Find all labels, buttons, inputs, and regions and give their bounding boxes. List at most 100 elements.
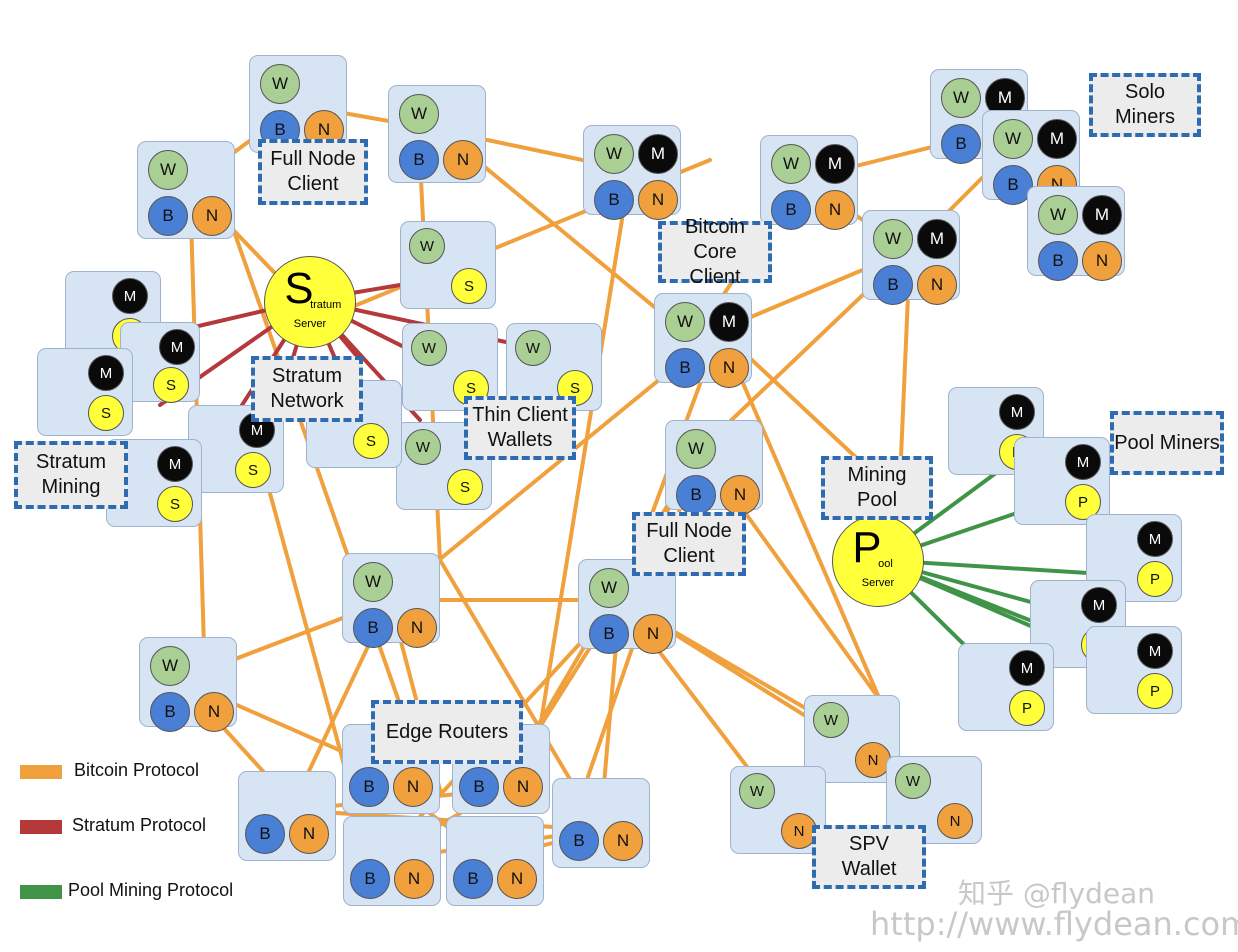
pool-icon: P — [1137, 561, 1173, 597]
network-icon: N — [781, 813, 817, 849]
bitcoin-core-client-label-line: Client — [689, 265, 741, 288]
pool-icon: P — [1009, 690, 1045, 726]
pool-miner-box: MP — [948, 387, 1044, 475]
full-node-client-label-line: Client — [287, 173, 339, 195]
wallet-icon: W — [594, 134, 634, 174]
network-icon: N — [503, 767, 543, 807]
watermark-url: http://www.flydean.com — [870, 905, 1238, 943]
miner-icon: M — [815, 144, 855, 184]
blockchain-icon: B — [771, 190, 811, 230]
blockchain-icon: B — [993, 165, 1033, 205]
wallet-icon: W — [739, 773, 775, 809]
wallet-icon: W — [993, 119, 1033, 159]
blockchain-icon: B — [350, 859, 390, 899]
blockchain-icon: B — [1038, 241, 1078, 281]
blockchain-icon: B — [589, 614, 629, 654]
network-icon: N — [192, 196, 232, 236]
wallet-icon: W — [260, 64, 300, 104]
thin-client-wallets-label-line: Thin Client — [472, 404, 568, 426]
miner-icon: M — [917, 219, 957, 259]
miner-icon: M — [88, 355, 124, 391]
stratum-icon: S — [235, 452, 271, 488]
bitcoin-core-client-label-line: Bitcoin Core — [684, 215, 746, 263]
network-icon: N — [289, 814, 329, 854]
blockchain-icon: B — [349, 767, 389, 807]
wallet-icon: W — [411, 330, 447, 366]
wallet-icon: W — [515, 330, 551, 366]
network-icon: N — [603, 821, 643, 861]
network-icon: N — [1082, 241, 1122, 281]
miner-icon: M — [1065, 444, 1101, 480]
network-icon: N — [815, 190, 855, 230]
spv-wallet-label-line: SPV — [848, 833, 890, 855]
blockchain-icon: B — [665, 348, 705, 388]
miner-icon: M — [1082, 195, 1122, 235]
network-icon: N — [497, 859, 537, 899]
bitcoin-protocol-line — [228, 218, 432, 792]
miner-icon: M — [157, 446, 193, 482]
stratum-network-label-line: Network — [270, 390, 344, 412]
mining-pool-label-line: Mining Pool — [847, 464, 907, 511]
blockchain-icon: B — [594, 180, 634, 220]
mining-pool-label: Mining Pool — [821, 456, 933, 520]
wallet-icon: W — [895, 763, 931, 799]
miner-icon: M — [112, 278, 148, 314]
pool-server-letter: P — [852, 523, 882, 573]
wallet-icon: W — [405, 429, 441, 465]
miner-icon: M — [1137, 633, 1173, 669]
miner-icon: M — [1037, 119, 1077, 159]
bitcoin-protocol-line — [528, 168, 632, 792]
stratum-server-caption: Server — [293, 317, 327, 330]
blockchain-icon: B — [873, 265, 913, 305]
full-node-client-label-line: Full Node — [270, 148, 356, 170]
wallet-icon: W — [409, 228, 445, 264]
full-node-client-label-line: Client — [663, 545, 715, 567]
miner-icon: M — [159, 329, 195, 365]
network-icon: N — [633, 614, 673, 654]
network-icon: N — [917, 265, 957, 305]
blockchain-icon: B — [453, 859, 493, 899]
thin-client-wallets-label-line: Wallets — [487, 429, 553, 451]
blockchain-icon: B — [245, 814, 285, 854]
network-icon: N — [937, 803, 973, 839]
wallet-icon: W — [873, 219, 913, 259]
legend-bitcoin-label: Bitcoin Protocol — [74, 760, 200, 780]
wallet-icon: W — [399, 94, 439, 134]
wallet-icon: W — [665, 302, 705, 342]
blockchain-icon: B — [353, 608, 393, 648]
legend-pool-label: Pool Mining Protocol — [68, 880, 234, 900]
edge-routers-label-line: Edge Routers — [385, 720, 509, 743]
pool-miners-label-line: Pool Miners — [1114, 431, 1220, 454]
legend-pool-swatch — [20, 885, 62, 899]
stratum-icon: S — [353, 423, 389, 459]
miner-icon: M — [709, 302, 749, 342]
wallet-icon: W — [813, 702, 849, 738]
network-icon: N — [709, 348, 749, 388]
wallet-icon: W — [941, 78, 981, 118]
legend-stratum-swatch — [20, 820, 62, 834]
blockchain-icon: B — [399, 140, 439, 180]
network-icon: N — [443, 140, 483, 180]
edge-routers-label: Edge Routers — [371, 700, 523, 764]
